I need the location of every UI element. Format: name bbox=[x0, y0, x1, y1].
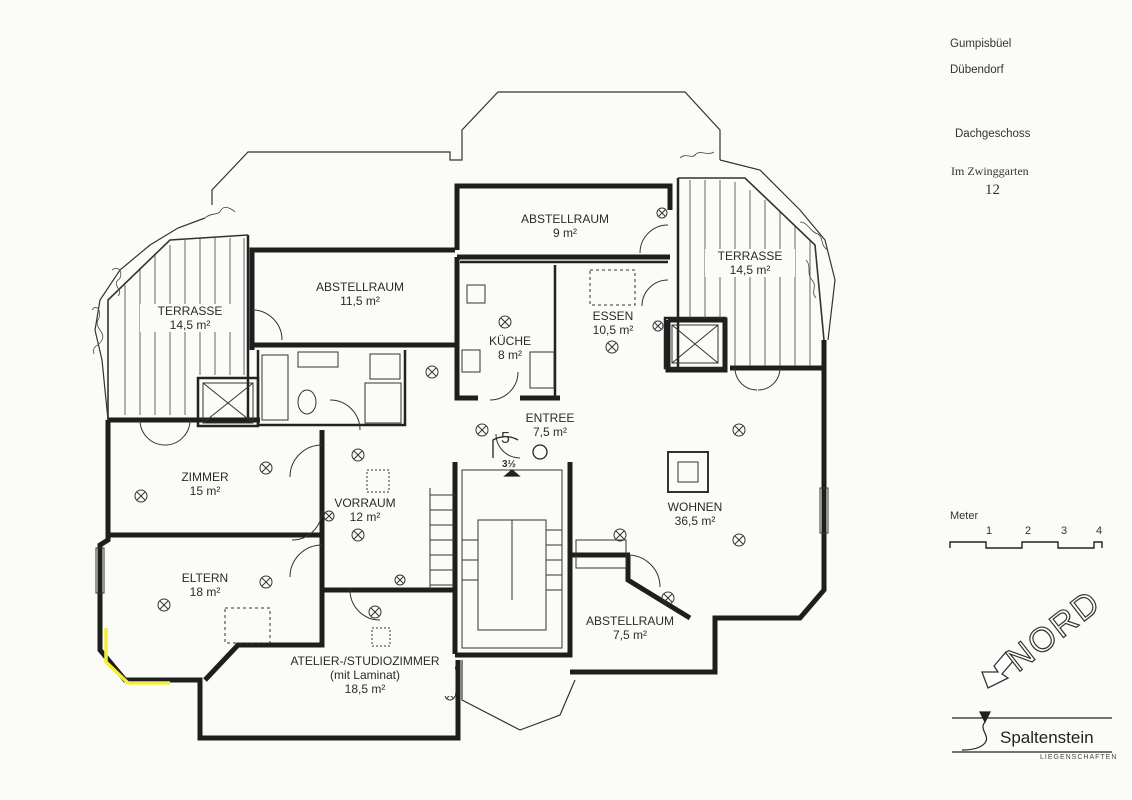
room-area: 14,5 m² bbox=[729, 263, 771, 277]
light-fixtures bbox=[134, 207, 746, 701]
room-area: 18 m² bbox=[189, 585, 221, 599]
room-essen: ESSEN 10,5 m² bbox=[578, 309, 648, 337]
plants bbox=[91, 151, 829, 355]
logo-mark bbox=[952, 711, 1112, 753]
street-label: Im Zwinggarten bbox=[951, 164, 1029, 178]
room-wohnen: WOHNEN 36,5 m² bbox=[650, 500, 740, 528]
room-name: ELTERN bbox=[181, 571, 229, 585]
room-name: ZIMMER bbox=[181, 470, 229, 484]
room-area: 11,5 m² bbox=[340, 294, 380, 308]
room-name: TERRASSE bbox=[157, 304, 223, 318]
interior-walls bbox=[196, 178, 727, 428]
scale-tick-2: 2 bbox=[1025, 525, 1032, 537]
scale-bar bbox=[949, 541, 1103, 549]
room-entree: ENTREE 7,5 m² bbox=[515, 411, 585, 439]
roof-outline bbox=[94, 91, 836, 731]
room-name: ABSTELLRAUM bbox=[520, 212, 610, 226]
room-name: ABSTELLRAUM bbox=[585, 614, 675, 628]
room-kueche: KÜCHE 8 m² bbox=[480, 334, 540, 362]
scale-tick-3: 3 bbox=[1061, 525, 1068, 537]
house-number: 12 bbox=[985, 182, 1000, 198]
location-line-1: Gumpisbüel bbox=[950, 38, 1012, 50]
room-area: 36,5 m² bbox=[674, 514, 716, 528]
room-name: ESSEN bbox=[592, 309, 634, 323]
company-logo-sub: LIEGENSCHAFTEN bbox=[1040, 754, 1118, 761]
room-eltern: ELTERN 18 m² bbox=[160, 571, 250, 599]
room-area: 10,5 m² bbox=[592, 323, 634, 337]
unit-rooms: 3½ bbox=[502, 459, 516, 470]
room-area: 14,5 m² bbox=[169, 318, 211, 332]
room-terrasse-left: TERRASSE 14,5 m² bbox=[140, 304, 240, 332]
room-name: KÜCHE bbox=[488, 334, 531, 348]
unit-marker bbox=[492, 436, 548, 477]
scale-tick-1: 1 bbox=[986, 525, 993, 537]
scale-tick-4: 4 bbox=[1096, 525, 1103, 537]
door-swings bbox=[139, 224, 781, 621]
room-area: 7,5 m² bbox=[612, 628, 647, 642]
room-name: VORRAUM bbox=[334, 496, 396, 510]
scale-title: Meter bbox=[950, 510, 979, 522]
room-abstellraum-top: ABSTELLRAUM 9 m² bbox=[510, 212, 620, 240]
fixtures bbox=[95, 269, 829, 647]
room-name: TERRASSE bbox=[717, 249, 783, 263]
room-zimmer: ZIMMER 15 m² bbox=[160, 470, 250, 498]
room-area: 18,5 m² bbox=[344, 682, 386, 696]
room-area: 9 m² bbox=[553, 226, 577, 240]
room-abstellraum-bottom: ABSTELLRAUM 7,5 m² bbox=[575, 614, 685, 642]
room-terrasse-right: TERRASSE 14,5 m² bbox=[705, 249, 795, 277]
terrace-left-hatch bbox=[107, 234, 249, 420]
room-area: 8 m² bbox=[498, 348, 522, 362]
room-abstellraum-left: ABSTELLRAUM 11,5 m² bbox=[300, 280, 420, 308]
highlight-stroke bbox=[104, 628, 170, 685]
room-atelier: ATELIER-/STUDIOZIMMER (mit Laminat) 18,5… bbox=[275, 654, 455, 696]
room-name: WOHNEN bbox=[667, 500, 723, 514]
staircase bbox=[429, 469, 563, 649]
floor-label: Dachgeschoss bbox=[955, 128, 1031, 140]
room-note: (mit Laminat) bbox=[329, 668, 400, 682]
room-name: ENTREE bbox=[525, 411, 575, 425]
room-area: 7,5 m² bbox=[532, 425, 567, 439]
north-arrow bbox=[981, 651, 1015, 689]
room-name: ATELIER-/STUDIOZIMMER bbox=[290, 654, 440, 668]
company-logo-name: Spaltenstein bbox=[1000, 728, 1094, 747]
room-name: ABSTELLRAUM bbox=[315, 280, 405, 294]
room-area: 12 m² bbox=[349, 510, 381, 524]
room-area: 15 m² bbox=[189, 484, 221, 498]
room-vorraum: VORRAUM 12 m² bbox=[320, 496, 410, 524]
location-line-2: Dübendorf bbox=[950, 64, 1004, 76]
unit-number: 5 bbox=[501, 430, 510, 447]
